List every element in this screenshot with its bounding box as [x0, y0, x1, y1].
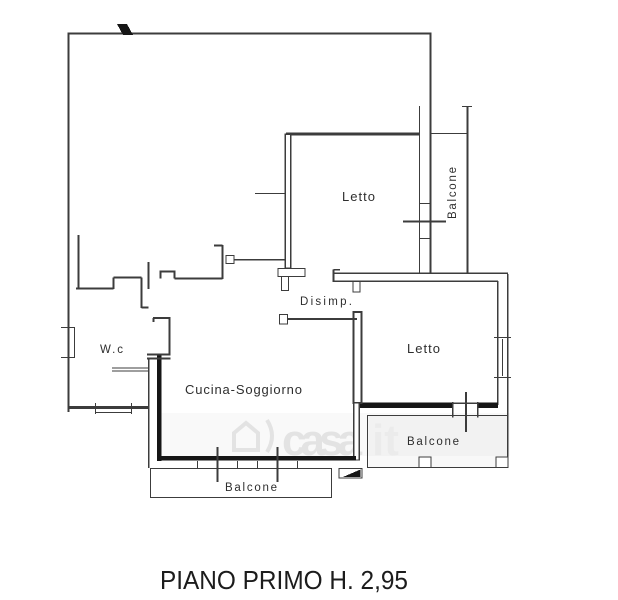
room-wc: W.c — [68, 317, 171, 468]
cucina-left-wall — [157, 355, 162, 461]
disimpegno-top-wall-stub — [225, 254, 235, 265]
room-label-letto-top: Letto — [342, 189, 375, 204]
letto-top-left-wall — [284, 133, 292, 269]
room-letto-top: Letto — [255, 132, 446, 292]
cucina-top-wall-stub — [278, 313, 289, 325]
balcony-right-walls — [418, 106, 467, 135]
letto-top-door-jamb — [277, 267, 306, 278]
letto-right-bottom-wall-left — [356, 402, 453, 408]
letto-right-window — [494, 336, 511, 379]
balcony-letto-post-right — [495, 456, 509, 469]
outer-walls — [67, 32, 432, 412]
balcony-letto-post-left — [418, 456, 432, 469]
room-label-balcone-right: Balcone — [447, 167, 459, 219]
room-label-balcone-cucina: Balcone — [225, 482, 277, 494]
disimpegno-top-wall — [225, 254, 286, 265]
entrance-door-box — [338, 468, 363, 479]
watermark-text-suffix: it — [372, 416, 399, 465]
room-cucina: Cucina-Soggiorno — [150, 313, 361, 482]
terrace-partition-walls — [76, 235, 224, 309]
room-label-letto-right: Letto — [407, 341, 440, 356]
room-label-cucina: Cucina-Soggiorno — [185, 382, 302, 397]
cucina-window-ticks — [216, 447, 279, 482]
letto-right-left-wall — [352, 311, 363, 404]
wc-shaft-walls — [147, 317, 171, 360]
mid-wall — [332, 269, 508, 293]
entrance-door — [338, 468, 363, 479]
letto-right-door-stub — [352, 280, 361, 293]
wc-bottom-window — [94, 403, 133, 414]
room-label-balcone-letto: Balcone — [407, 436, 459, 448]
watermark-house-icon — [232, 420, 260, 452]
letto-top-door-jamb-tab — [280, 275, 290, 292]
room-label-disimpegno: Disimp. — [300, 296, 352, 308]
wc-shelf-lines — [112, 367, 148, 372]
north-marker — [117, 24, 133, 35]
left-wall-window — [61, 326, 76, 359]
balcony-bottom-outline — [149, 467, 333, 499]
balcony-letto: Balcone — [366, 414, 509, 469]
mid-wall-lines — [332, 269, 508, 283]
room-letto-right: Letto — [352, 274, 511, 468]
letto-top-right-wall — [418, 134, 431, 273]
plan-title: PIANO PRIMO H. 2,95 — [160, 565, 408, 595]
balcony-bottom: Balcone — [149, 467, 333, 499]
balcony-right: Balcone — [418, 105, 472, 273]
cucina-right-wall — [352, 402, 361, 461]
watermark-paren — [265, 418, 274, 454]
room-label-wc: W.c — [100, 344, 123, 356]
entrance-door-marker — [343, 469, 361, 477]
balcony-letto-outline — [366, 414, 508, 469]
letto-right-bottom-wall-right — [477, 402, 498, 408]
cucina-bottom-wall — [157, 456, 356, 461]
